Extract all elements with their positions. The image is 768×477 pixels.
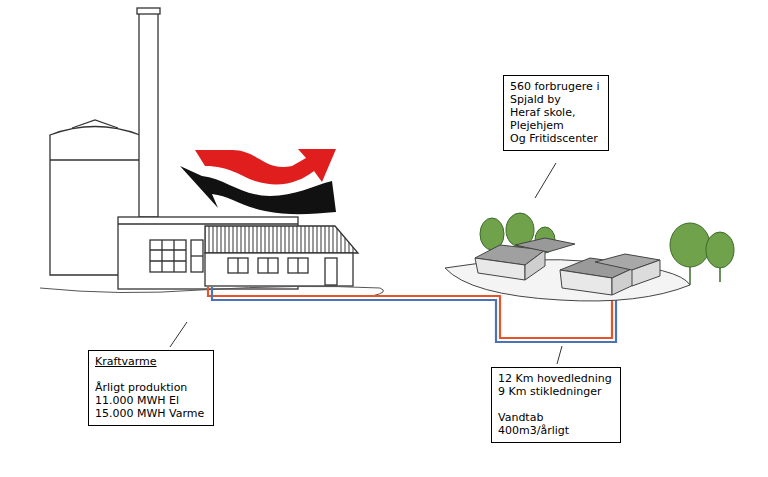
callout-text: Plejehjem xyxy=(510,119,602,132)
company-logo xyxy=(180,149,336,214)
callout-text: Årligt produktion xyxy=(95,381,207,394)
callout-text: 400m3/årligt xyxy=(498,424,614,437)
callout-text: 560 forbrugere i xyxy=(510,80,602,93)
callout-text: 9 Km stikledninger xyxy=(498,385,614,398)
town-houses xyxy=(445,213,734,301)
callout-text: Heraf skole, xyxy=(510,106,602,119)
plant-callout: KraftvarmeÅrligt produktion11.000 MWH El… xyxy=(88,350,214,426)
callout-text: Vandtab xyxy=(498,411,614,424)
callout-text: 15.000 MWH Varme xyxy=(95,407,207,420)
chimney xyxy=(137,8,160,217)
annex-building xyxy=(205,226,358,286)
consumer-callout: 560 forbrugere iSpjald byHeraf skole,Ple… xyxy=(503,75,609,151)
callout-text: Kraftvarme xyxy=(95,355,207,368)
callout-text: Og Fritidscenter xyxy=(510,132,602,145)
callout-text: Spjald by xyxy=(510,93,602,106)
network-callout: 12 Km hovedledning9 Km stikledningerVand… xyxy=(491,367,621,443)
leader-line xyxy=(170,163,562,364)
callout-text: 12 Km hovedledning xyxy=(498,372,614,385)
callout-text: 11.000 MWH El xyxy=(95,394,207,407)
